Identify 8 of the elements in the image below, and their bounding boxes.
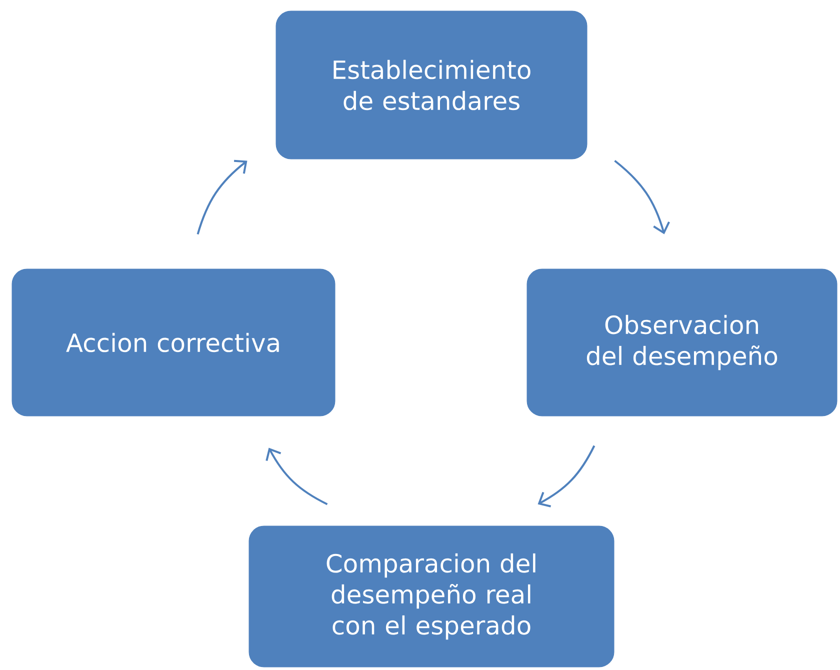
process-box: Comparacion del desempeño real con el esperado (247, 524, 616, 669)
arrow (196, 160, 248, 235)
arrow (266, 448, 328, 506)
arrow (538, 445, 596, 508)
process-box: Accion correctiva (10, 267, 337, 418)
process-box: Observacion del desempeño (525, 267, 839, 418)
process-box: Establecimiento de estandares (274, 9, 589, 161)
arrow (614, 160, 670, 234)
